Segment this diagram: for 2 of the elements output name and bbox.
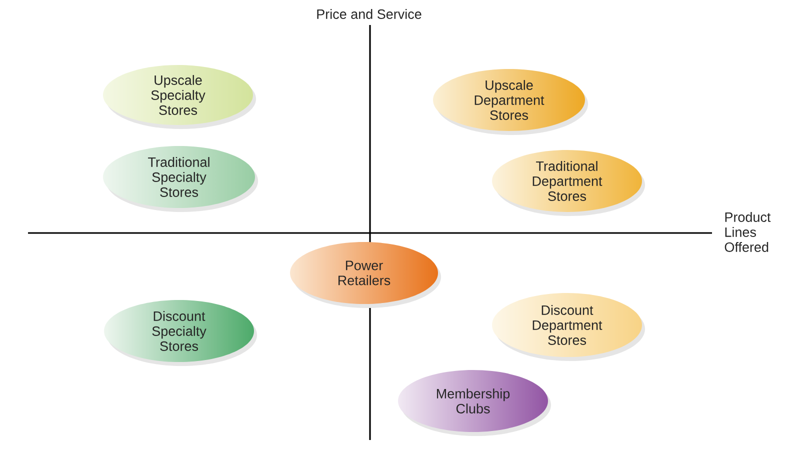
axis-label: Product Lines Offered bbox=[724, 212, 771, 252]
axis-label: Price and Service bbox=[317, 9, 422, 19]
